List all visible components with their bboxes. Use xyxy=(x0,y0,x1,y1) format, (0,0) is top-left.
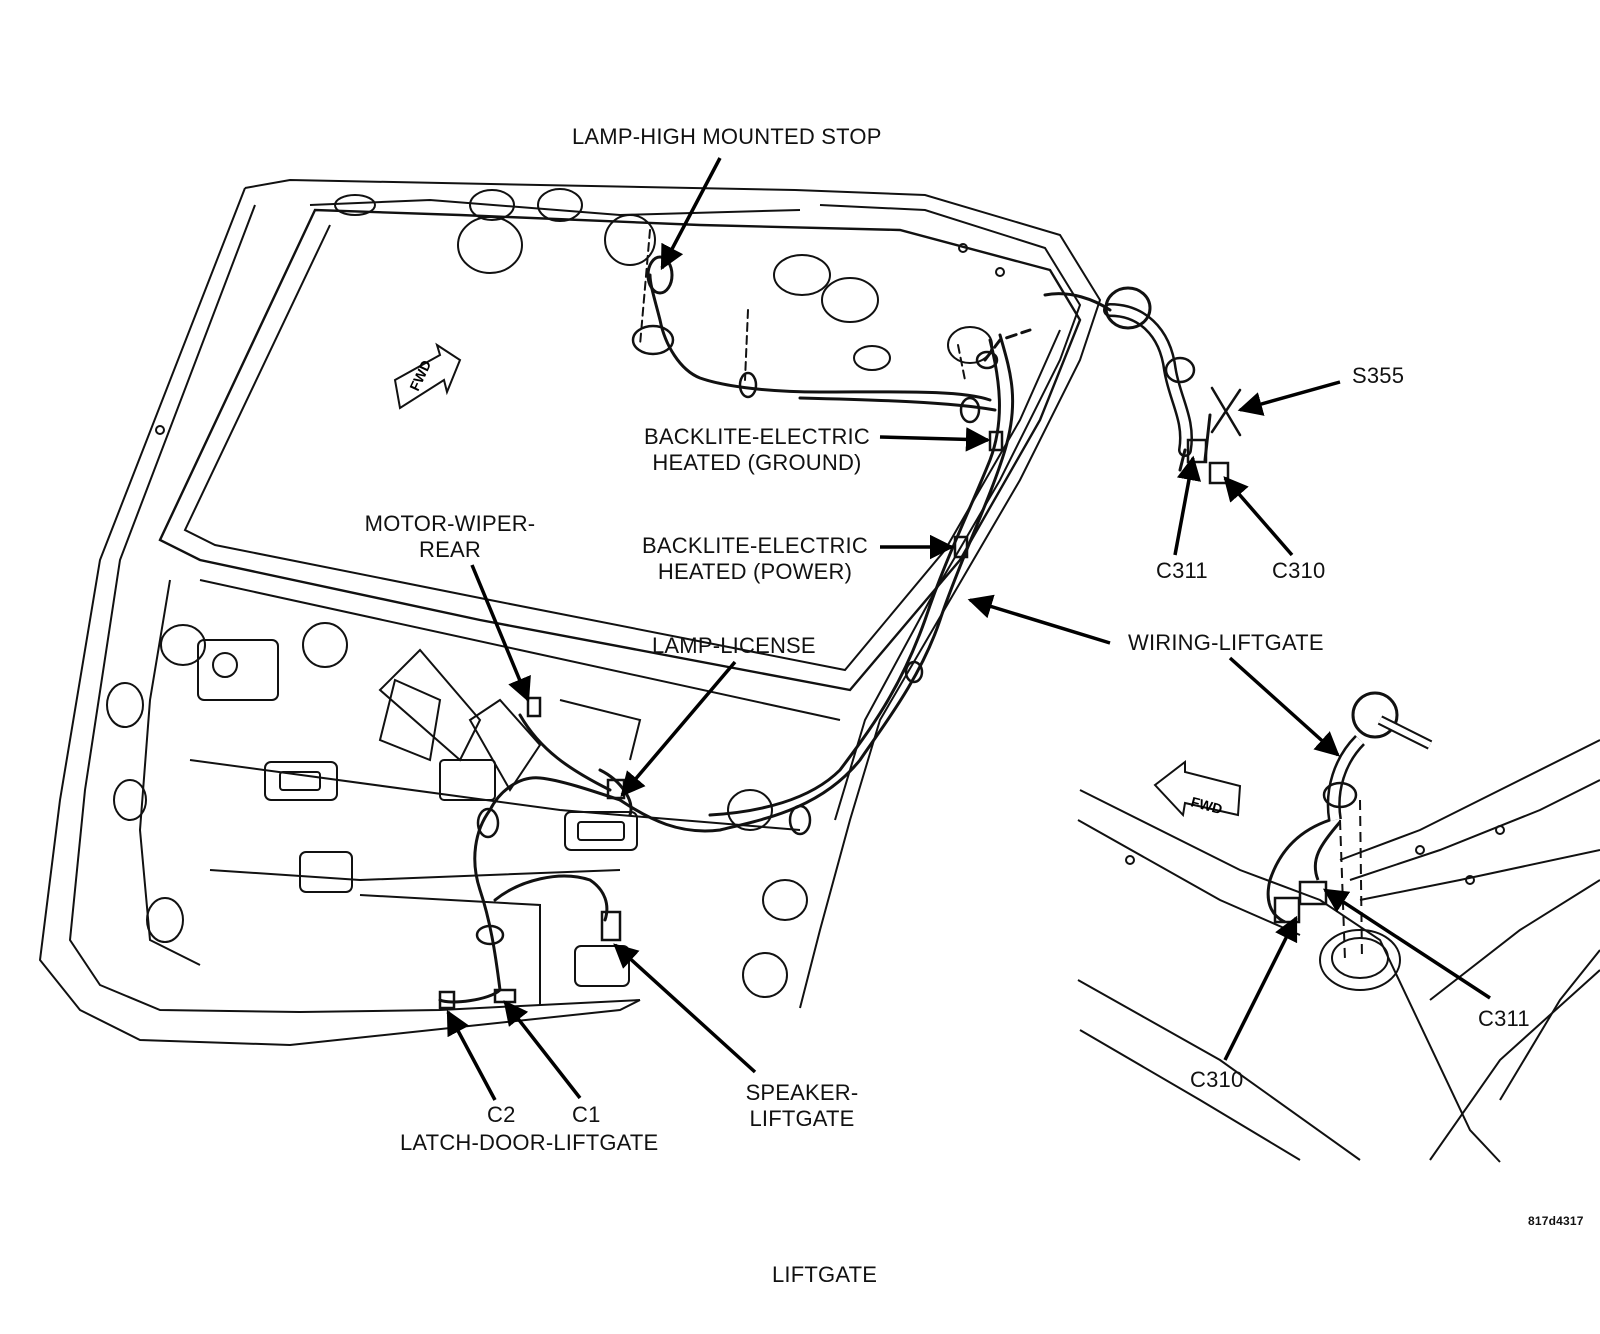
fwd-arrow-inset: FWD xyxy=(1153,759,1242,818)
label-backlite-power: BACKLITE-ELECTRIC HEATED (POWER) xyxy=(630,533,880,585)
label-c1: C1 xyxy=(572,1102,601,1127)
inset-view xyxy=(1077,691,1600,1163)
label-speaker-line2: LIFTGATE xyxy=(749,1106,855,1131)
leader-s355 xyxy=(1237,380,1341,416)
leader-c2 xyxy=(446,1009,497,1101)
wiring-harness xyxy=(438,229,1242,1010)
leader-c311-inset xyxy=(1322,888,1491,1000)
figure-caption: LIFTGATE xyxy=(772,1262,878,1287)
leader-arrows xyxy=(446,157,1491,1101)
label-c311-inset: C311 xyxy=(1478,1006,1530,1031)
label-speaker-liftgate: SPEAKER- LIFTGATE xyxy=(722,1080,882,1132)
leader-wiring-liftgate-inset xyxy=(1228,656,1340,757)
leader-c311-top xyxy=(1173,455,1202,556)
label-c310-top: C310 xyxy=(1272,558,1326,583)
leader-motor-wiper xyxy=(470,564,531,703)
label-backlite-power-line2: HEATED (POWER) xyxy=(657,559,853,584)
fwd-label-inset: FWD xyxy=(1189,793,1224,817)
leader-wiring-liftgate-main xyxy=(967,594,1111,645)
label-motor-wiper-rear: MOTOR-WIPER- REAR xyxy=(350,511,550,563)
label-motor-wiper-line1: MOTOR-WIPER- xyxy=(364,511,536,536)
label-backlite-ground-line1: BACKLITE-ELECTRIC xyxy=(644,424,870,449)
label-backlite-power-line1: BACKLITE-ELECTRIC xyxy=(642,533,868,558)
leader-c1 xyxy=(503,1000,582,1100)
label-backlite-ground: BACKLITE-ELECTRIC HEATED (GROUND) xyxy=(632,424,882,476)
fwd-arrow-main: FWD xyxy=(393,342,462,410)
lower-panel-features xyxy=(106,622,808,998)
liftgate-body xyxy=(38,178,1102,1047)
leader-lamp-high-mounted-stop xyxy=(660,157,722,271)
label-s355: S355 xyxy=(1352,363,1405,388)
leader-backlite-ground xyxy=(879,427,991,452)
label-motor-wiper-line2: REAR xyxy=(419,537,481,562)
label-latch-door-liftgate: LATCH-DOOR-LIFTGATE xyxy=(400,1130,659,1155)
label-speaker-line1: SPEAKER- xyxy=(745,1080,859,1105)
label-backlite-ground-line2: HEATED (GROUND) xyxy=(652,450,862,475)
label-wiring-liftgate: WIRING-LIFTGATE xyxy=(1128,630,1324,655)
label-c2: C2 xyxy=(487,1102,516,1127)
leader-c310-inset xyxy=(1223,915,1298,1061)
leader-lamp-license xyxy=(620,660,737,797)
leader-c310-top xyxy=(1223,476,1294,557)
leader-speaker xyxy=(613,943,757,1074)
label-c310-inset: C310 xyxy=(1190,1067,1244,1092)
label-lamp-high-mounted-stop: LAMP-HIGH MOUNTED STOP xyxy=(572,124,882,149)
label-lamp-license: LAMP-LICENSE xyxy=(652,633,816,658)
top-bosses xyxy=(155,188,1005,435)
label-c311-top: C311 xyxy=(1156,558,1208,583)
figure-id: 817d4317 xyxy=(1528,1214,1584,1228)
